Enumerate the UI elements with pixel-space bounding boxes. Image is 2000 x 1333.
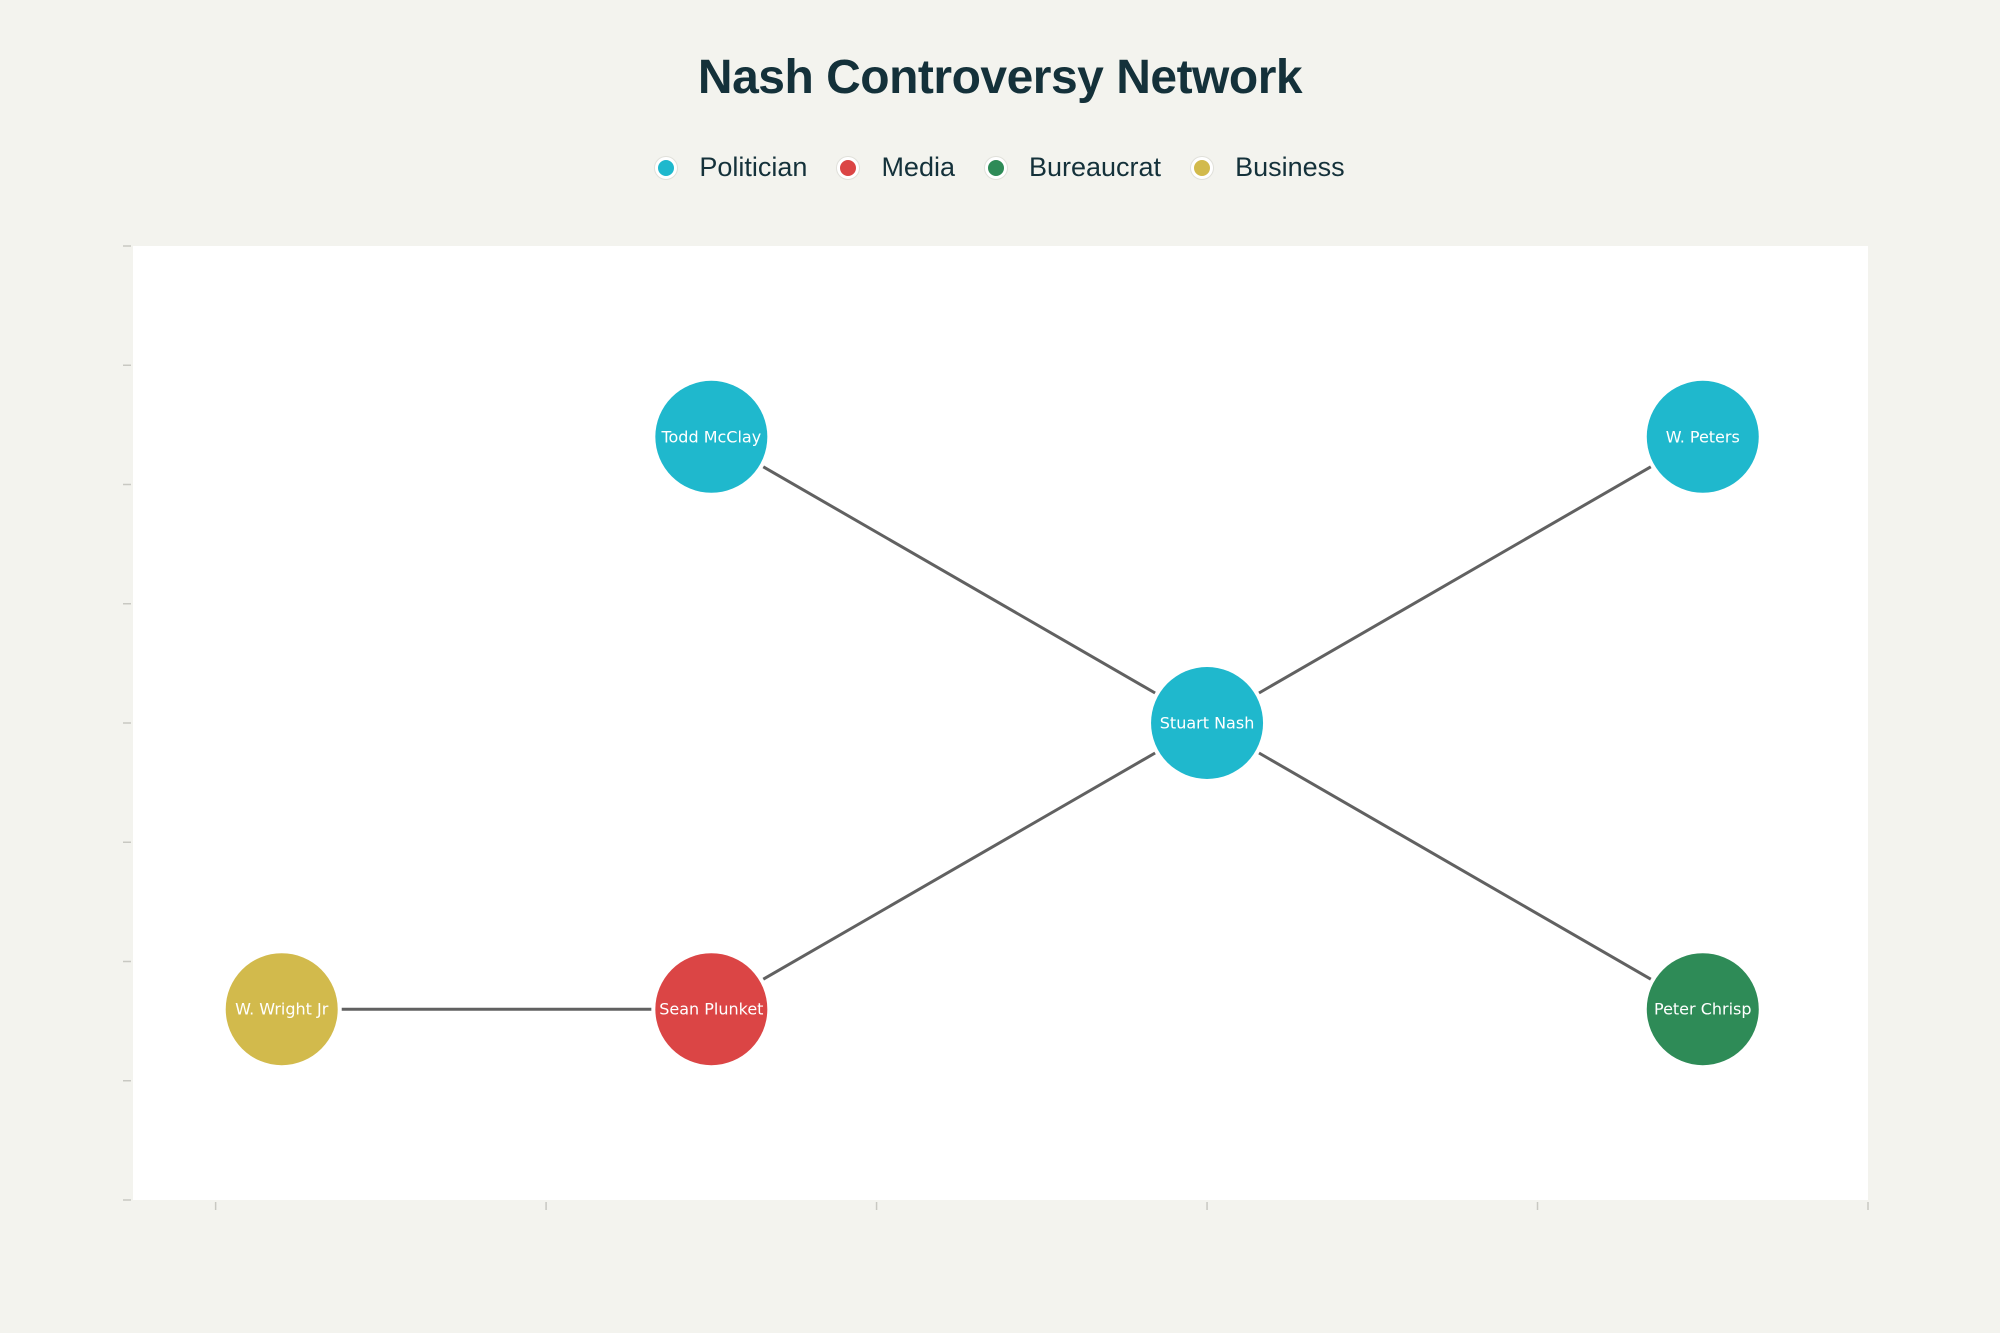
edge-nash-chrisp	[1258, 751, 1652, 981]
legend-label: Politician	[699, 152, 808, 182]
edge-nash-peters	[1258, 465, 1652, 695]
legend-swatch-media	[837, 156, 860, 179]
node-plunket[interactable]: Sean Plunket	[655, 953, 768, 1066]
node-label: Todd McClay	[660, 427, 761, 446]
legend-swatch-politician	[655, 156, 678, 179]
node-label: Stuart Nash	[1160, 714, 1255, 733]
legend: Politician Media Bureaucrat Business	[0, 152, 2000, 183]
node-label: Peter Chrisp	[1654, 1000, 1752, 1019]
node-nash[interactable]: Stuart Nash	[1151, 667, 1264, 779]
node-label: W. Peters	[1666, 427, 1740, 446]
legend-item-business[interactable]: Business	[1191, 152, 1345, 183]
legend-swatch-bureaucrat	[984, 156, 1007, 179]
legend-label: Media	[881, 152, 955, 182]
edge-nash-plunket	[762, 751, 1156, 981]
plot-area	[133, 246, 1868, 1200]
legend-label: Business	[1235, 152, 1345, 182]
legend-item-politician[interactable]: Politician	[655, 152, 807, 183]
chart-title: Nash Controversy Network	[697, 51, 1303, 104]
node-label: W. Wright Jr	[235, 1000, 329, 1019]
node-circle	[655, 380, 768, 493]
node-circle	[225, 953, 338, 1066]
node-chrisp[interactable]: Peter Chrisp	[1646, 953, 1759, 1066]
legend-item-bureaucrat[interactable]: Bureaucrat	[984, 152, 1162, 183]
node-mcclay[interactable]: Todd McClay	[655, 380, 768, 493]
node-peters[interactable]: W. Peters	[1646, 380, 1759, 493]
node-label: Sean Plunket	[659, 1000, 763, 1019]
legend-label: Bureaucrat	[1028, 152, 1162, 182]
legend-item-media[interactable]: Media	[837, 152, 955, 183]
legend-swatch-business	[1191, 156, 1214, 179]
edges	[341, 465, 1652, 1011]
node-circle	[1646, 380, 1759, 493]
edge-nash-mcclay	[762, 465, 1156, 695]
axis-ticks	[123, 245, 1869, 1210]
node-wright[interactable]: W. Wright Jr	[225, 953, 338, 1066]
node-circle	[1646, 953, 1759, 1066]
node-circle	[655, 953, 768, 1066]
node-circle	[1151, 667, 1264, 779]
